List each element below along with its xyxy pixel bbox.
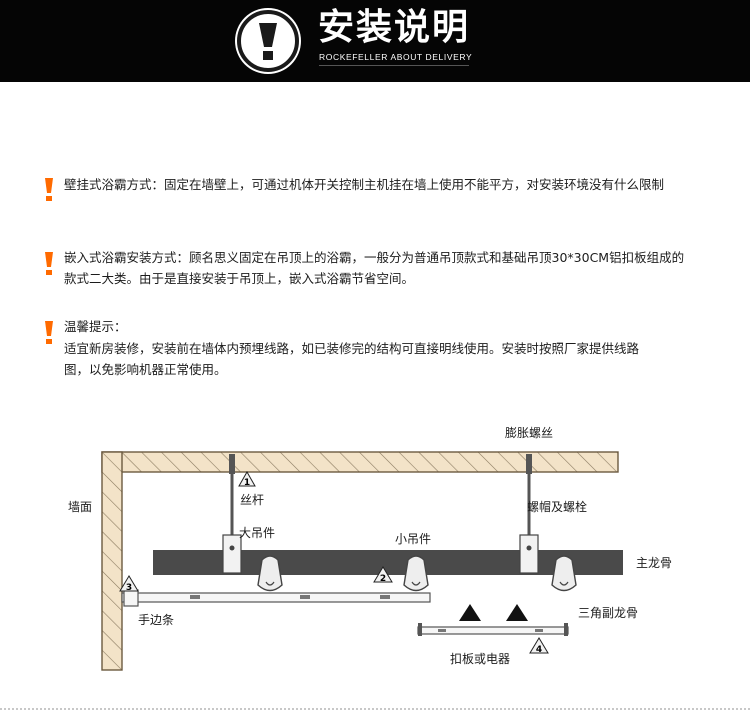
triangle-marker-2 [506,604,528,621]
small-hanger-2 [403,555,429,592]
panel [417,623,569,636]
label-expansion-screw: 膨胀螺丝 [505,426,553,440]
label-nut-bolt: 螺帽及螺栓 [527,499,587,514]
marker-1: 1 [238,470,256,488]
page-title: 安装说明 [318,7,471,48]
big-hanger-left [222,534,242,574]
small-hanger-1 [257,555,283,592]
expansion-screw-left [229,454,235,538]
wall [101,451,123,671]
label-panel: 扣板或电器 [450,652,510,666]
marker-1-text: 1 [244,478,250,488]
marker-3: 3 [119,575,139,593]
marker-2-text: 2 [380,574,386,584]
subtitle-underline [319,65,469,66]
expansion-screw-right [526,454,532,538]
small-hanger-3 [551,555,577,592]
label-small-hanger: 小吊件 [395,532,431,546]
label-wall: 墙面 [68,500,92,514]
tip-text: 适宜新房装修，安装前在墙体内预埋线路，如已装修完的结构可直接明线使用。安装时按照… [64,341,640,377]
label-main-keel: 主龙骨 [636,556,672,570]
bottom-divider [0,708,750,710]
label-rod: 丝杆 [240,493,264,507]
exclamation-icon [237,10,299,72]
marker-3-text: 3 [126,583,132,593]
ceiling-slab [101,451,619,473]
big-hanger-right [519,534,539,574]
section-wall-mounted: 壁挂式浴霸方式：固定在墙壁上，可通过机体开关控制主机挂在墙上使用不能平方，对安装… [64,177,665,192]
page-subtitle: ROCKEFELLER ABOUT DELIVERY [319,52,473,62]
header-banner: 安装说明 ROCKEFELLER ABOUT DELIVERY [0,0,750,82]
triangle-marker-1 [459,604,481,621]
label-triangle-keel: 三角副龙骨 [578,606,638,620]
label-big-hanger: 大吊件 [239,526,275,540]
label-edge-strip: 手边条 [138,613,174,627]
tip-title: 温馨提示： [64,319,127,334]
installation-diagram: 1 2 3 4 膨胀螺丝 墙面 丝杆 螺帽及螺栓 大吊件 小吊件 主龙骨 手边条… [68,426,672,671]
marker-4-text: 4 [536,645,542,655]
edge-strip [121,589,431,607]
section-embedded: 嵌入式浴霸安装方式：顾名思义固定在吊顶上的浴霸，一般分为普通吊顶款式和基础吊顶3… [64,250,685,286]
marker-2: 2 [373,566,393,584]
marker-4: 4 [529,637,549,655]
